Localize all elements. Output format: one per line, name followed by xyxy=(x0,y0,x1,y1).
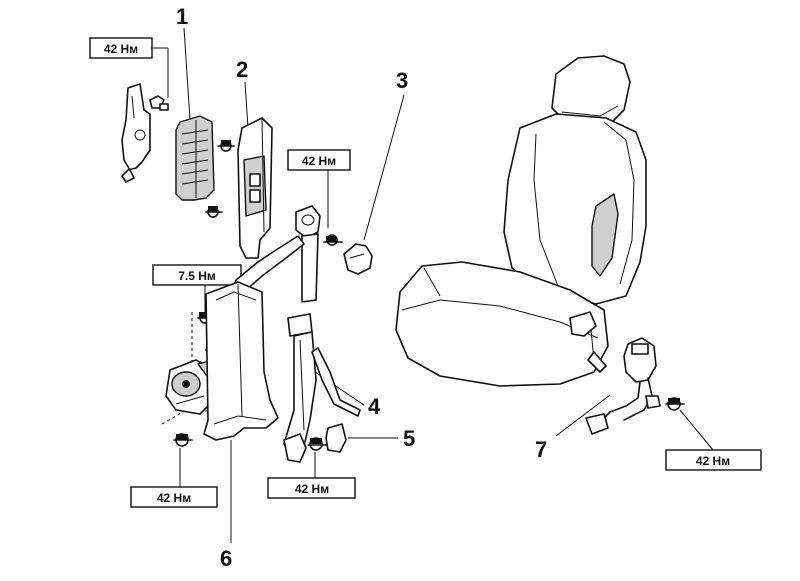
bolt-right xyxy=(665,397,685,411)
svg-text:6: 6 xyxy=(220,546,232,571)
torque-box-mid-left: 7.5 Нм xyxy=(152,264,242,312)
bolt-bottom-left xyxy=(173,433,193,447)
callout-5: 5 xyxy=(348,426,415,451)
torque-box-mid-upper: 42 Нм xyxy=(287,149,351,228)
svg-text:7: 7 xyxy=(535,437,547,462)
svg-text:2: 2 xyxy=(236,57,248,82)
part-5-cover xyxy=(325,423,347,453)
svg-text:7.5 Нм: 7.5 Нм xyxy=(178,269,216,283)
callout-7: 7 xyxy=(535,394,611,462)
svg-text:42 Нм: 42 Нм xyxy=(157,491,191,505)
bolt-upper xyxy=(217,140,235,152)
torque-box-bottom-mid: 42 Нм xyxy=(267,452,356,499)
torque-box-right: 42 Нм xyxy=(665,409,762,471)
bolt-lower xyxy=(205,206,223,218)
svg-text:1: 1 xyxy=(176,4,188,29)
callout-3: 3 xyxy=(363,68,408,241)
bolt-bottom-mid xyxy=(307,437,327,451)
svg-text:42 Нм: 42 Нм xyxy=(302,154,336,168)
torque-box-top-left: 42 Нм xyxy=(89,37,169,98)
svg-text:3: 3 xyxy=(396,68,408,93)
torque-box-bottom-left: 42 Нм xyxy=(130,448,218,508)
bolt-mid-upper xyxy=(323,234,343,246)
callout-1: 1 xyxy=(176,4,191,121)
callout-6: 6 xyxy=(220,440,232,571)
svg-text:42 Нм: 42 Нм xyxy=(295,482,329,496)
seat xyxy=(395,55,647,387)
svg-text:42 Нм: 42 Нм xyxy=(696,454,730,468)
part-1-height-adjuster xyxy=(175,115,215,201)
callout-2: 2 xyxy=(236,57,249,129)
svg-text:42 Нм: 42 Нм xyxy=(104,42,138,56)
part-7-buckle xyxy=(585,337,661,435)
part-6-lower-pillar-trim xyxy=(203,281,279,441)
svg-text:4: 4 xyxy=(368,394,381,419)
part-2-upper-pillar-trim xyxy=(237,117,273,259)
svg-text:5: 5 xyxy=(403,426,415,451)
part-3-anchor-cap xyxy=(343,243,373,275)
upper-anchor-bracket xyxy=(121,83,169,183)
